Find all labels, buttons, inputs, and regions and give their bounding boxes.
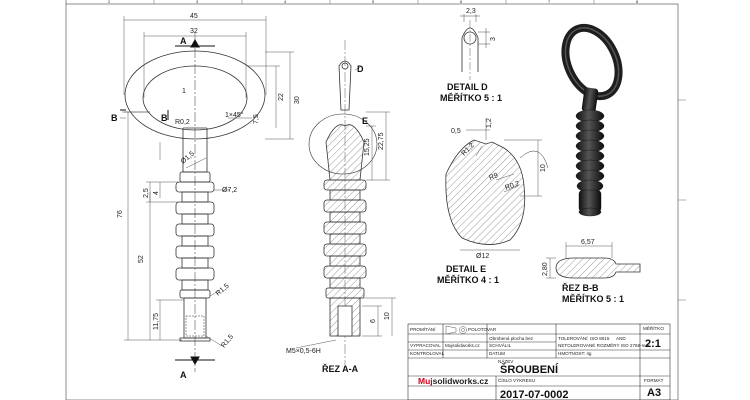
dim-15-25: 15,25 — [364, 138, 371, 156]
dim-11-75: 11,75 — [153, 313, 160, 330]
dim-6: 6 — [370, 319, 377, 323]
section-mark-a-bottom: A — [180, 370, 187, 380]
tb-row-label-vypracoval: VYPRACOVAL — [410, 343, 441, 348]
label-rez-aa: ŘEZ A-A — [322, 363, 359, 374]
dim-r0-2: R0,2 — [175, 119, 190, 126]
dim-2-3: 2,3 — [466, 8, 476, 15]
section-aa-view — [308, 40, 378, 365]
dim-22-75: 22,75 — [378, 132, 385, 150]
frame-tick-label: 6 — [460, 0, 463, 4]
tb-polotovar: POLOTOVAR — [468, 327, 497, 332]
tb-format: A3 — [647, 387, 661, 399]
tb-format-label: FORMÁT — [644, 377, 664, 383]
label-detail-d-scale: MĚŘÍTKO 5 : 1 — [440, 92, 502, 103]
tb-title: ŠROUBENÍ — [500, 363, 559, 376]
dim-thread: M5×0,5-6H — [286, 348, 321, 355]
detail-e-view — [445, 139, 549, 245]
section-aa-dimensions: 15,25 22,75 6 10 M5×0,5-6H — [286, 132, 391, 355]
section-bb-dimension-lines — [546, 242, 613, 279]
tb-row-label-promitani: PROMÍTÁNÍ — [410, 326, 436, 332]
dim-3: 3 — [490, 37, 497, 41]
main-dimensions: 45 32 30 22 1 7,5 R0,2 1×45° Ø1,5 76 Ø7,… — [117, 13, 301, 349]
section-bb-view — [555, 257, 641, 279]
tb-info-1: Obrobená plocha bez — [489, 336, 534, 341]
dim-r1-5: R1,5 — [215, 283, 231, 298]
frame-tick-label: 2 — [108, 0, 111, 4]
dim-10: 10 — [384, 312, 391, 320]
frame-tick-label: 5 — [372, 0, 375, 4]
tb-tolerance-value: ISO 8015 — [590, 336, 610, 341]
tb-number-label: ČÍSLO VÝKRESU — [498, 377, 535, 383]
brand-logo-red: Muj — [418, 376, 433, 386]
dim-2-5: 2,5 — [143, 188, 150, 198]
frame-tick-label: 7 — [548, 0, 551, 4]
section-mark-a-top: A — [180, 36, 187, 46]
dim-1: 1 — [182, 88, 186, 95]
dim-chamfer: 1×45° — [225, 111, 244, 119]
title-block-texts: PROMÍTÁNÍ VYPRACOVAL KONTROLOVAL POLOTOV… — [410, 324, 664, 400]
dim-r9: R9 — [488, 172, 499, 182]
main-view — [124, 32, 266, 372]
section-aa-dimension-lines — [295, 65, 396, 349]
frame-ticks — [153, 0, 686, 301]
dim-30: 30 — [294, 96, 301, 104]
detail-d-view — [460, 14, 490, 80]
section-mark-b-right: B — [161, 113, 168, 123]
section-mark-b-left: B — [111, 113, 118, 123]
dim-d1-5: Ø1,5 — [180, 150, 196, 165]
dim-45: 45 — [190, 13, 198, 20]
frame-tick-label: 8 — [636, 0, 639, 4]
brand-logo: Mujsolidworks.cz — [418, 376, 488, 386]
dim-52: 52 — [138, 255, 145, 263]
frame-tick-label: 4 — [284, 0, 287, 4]
tb-mass: HMOTNOST: 4g — [558, 351, 592, 356]
label-detail-d: DETAIL D — [447, 82, 488, 92]
tb-info-3: DATUM — [489, 351, 505, 356]
dim-32: 32 — [190, 28, 198, 35]
main-dimension-lines — [120, 16, 294, 347]
tb-scale: 2:1 — [645, 338, 661, 350]
section-cut-markers — [120, 38, 215, 366]
tb-drafter: Mujsolidworks.cz — [445, 343, 480, 348]
dim-6-57: 6,57 — [581, 239, 595, 246]
dim-7-5: 7,5 — [253, 114, 260, 124]
frame-tick-labels: 2 3 4 5 6 7 8 — [108, 0, 639, 4]
dim-10e: 10 — [540, 164, 547, 172]
projection-symbol — [445, 325, 467, 335]
dim-22: 22 — [278, 93, 285, 101]
dim-d7-2: Ø7,2 — [222, 187, 237, 194]
title-block — [407, 323, 671, 400]
dim-2-80: 2,80 — [542, 262, 549, 276]
dim-4: 4 — [153, 191, 160, 195]
tb-scale-label: MĚŘÍTKO — [643, 324, 664, 331]
label-detail-e-scale: MĚŘÍTKO 4 : 1 — [437, 274, 499, 285]
threaded-body — [175, 171, 215, 342]
tb-unlimited: NETOLEROVANÉ ROZMĚRY ISO 2768-m-K — [558, 341, 651, 348]
detail-mark-d: D — [357, 64, 364, 74]
tb-row-label-kontroloval: KONTROLOVAL — [410, 351, 445, 356]
dim-0-5: 0,5 — [451, 128, 461, 135]
dim-d12: Ø12 — [476, 253, 489, 260]
detail-e-dimension-lines — [460, 118, 542, 251]
dim-76: 76 — [117, 210, 124, 218]
label-rez-bb: ŘEZ B-B — [562, 282, 599, 293]
tb-drawing-number: 2017-07-0002 — [500, 389, 569, 400]
part-3d-render — [561, 23, 623, 217]
frame-tick-label: 3 — [196, 0, 199, 4]
label-detail-e: DETAIL E — [446, 264, 486, 274]
dim-r0-2e: R0,2 — [504, 180, 520, 192]
dim-r1-5b: R1,5 — [220, 333, 235, 349]
tb-name-label: NÁZEV — [498, 358, 514, 364]
detail-mark-e: E — [362, 116, 368, 126]
dim-1-2: 1,2 — [486, 118, 493, 128]
brand-logo-rest: solidworks.cz — [433, 376, 489, 386]
tb-info-2: SCHVÁLIL — [489, 342, 512, 348]
drawing-frame — [65, 0, 679, 400]
tb-tolerance-extra: AND — [616, 336, 626, 341]
label-rez-bb-scale: MĚŘÍTKO 5 : 1 — [562, 293, 624, 304]
tb-tolerance-label: TOLEROVÁNÍ — [558, 335, 588, 341]
